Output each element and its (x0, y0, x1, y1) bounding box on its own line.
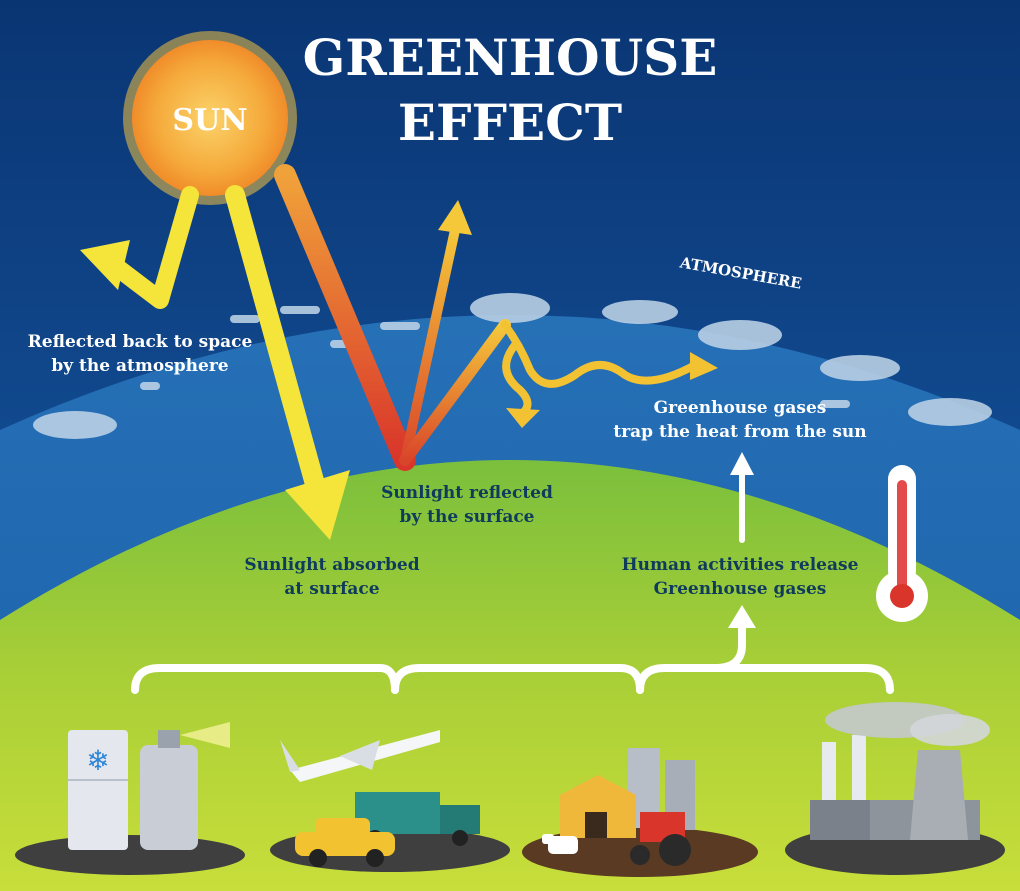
reflected-to-space-arrow (80, 186, 199, 309)
label-greenhouse-gases-1: Greenhouse gases (654, 398, 827, 418)
earth-ground (0, 460, 1020, 891)
factory-group (785, 702, 1005, 875)
label-human-activities-2: Greenhouse gases (654, 579, 827, 599)
label-absorbed-2: at surface (284, 579, 379, 599)
trapped-heat-arrow (501, 321, 718, 428)
transport-group (270, 730, 510, 872)
label-absorbed-1: Sunlight absorbed (244, 555, 419, 575)
reflected-surface-arrow (274, 164, 511, 471)
label-reflected-surface-2: by the surface (399, 507, 534, 527)
label-greenhouse-gases-2: trap the heat from the sun (613, 422, 866, 442)
appliance-group: ❄ (15, 722, 245, 875)
tractor-icon (630, 812, 691, 866)
thermometer-icon (876, 465, 928, 622)
label-reflected-space-2: by the atmosphere (51, 356, 228, 376)
car-icon (295, 818, 395, 867)
title-line1: GREENHOUSE (303, 28, 718, 87)
cow-icon (542, 834, 578, 854)
label-reflected-space-1: Reflected back to space (28, 332, 253, 352)
farm-group (522, 748, 758, 877)
spray-can-icon (140, 722, 230, 850)
sun-label: SUN (172, 103, 247, 138)
title-line2: EFFECT (398, 93, 622, 152)
absorbed-arrow (225, 185, 350, 540)
label-human-activities-1: Human activities release (622, 555, 859, 575)
factory-icon (810, 702, 990, 840)
svg-text:❄: ❄ (86, 746, 109, 777)
barn-icon (560, 775, 636, 838)
human-release-arrow (730, 452, 754, 543)
fridge-icon: ❄ (68, 730, 128, 850)
label-reflected-surface-1: Sunlight reflected (381, 483, 553, 503)
airplane-icon (280, 730, 440, 782)
sun-icon (123, 31, 297, 205)
human-activities-bracket (131, 605, 894, 694)
